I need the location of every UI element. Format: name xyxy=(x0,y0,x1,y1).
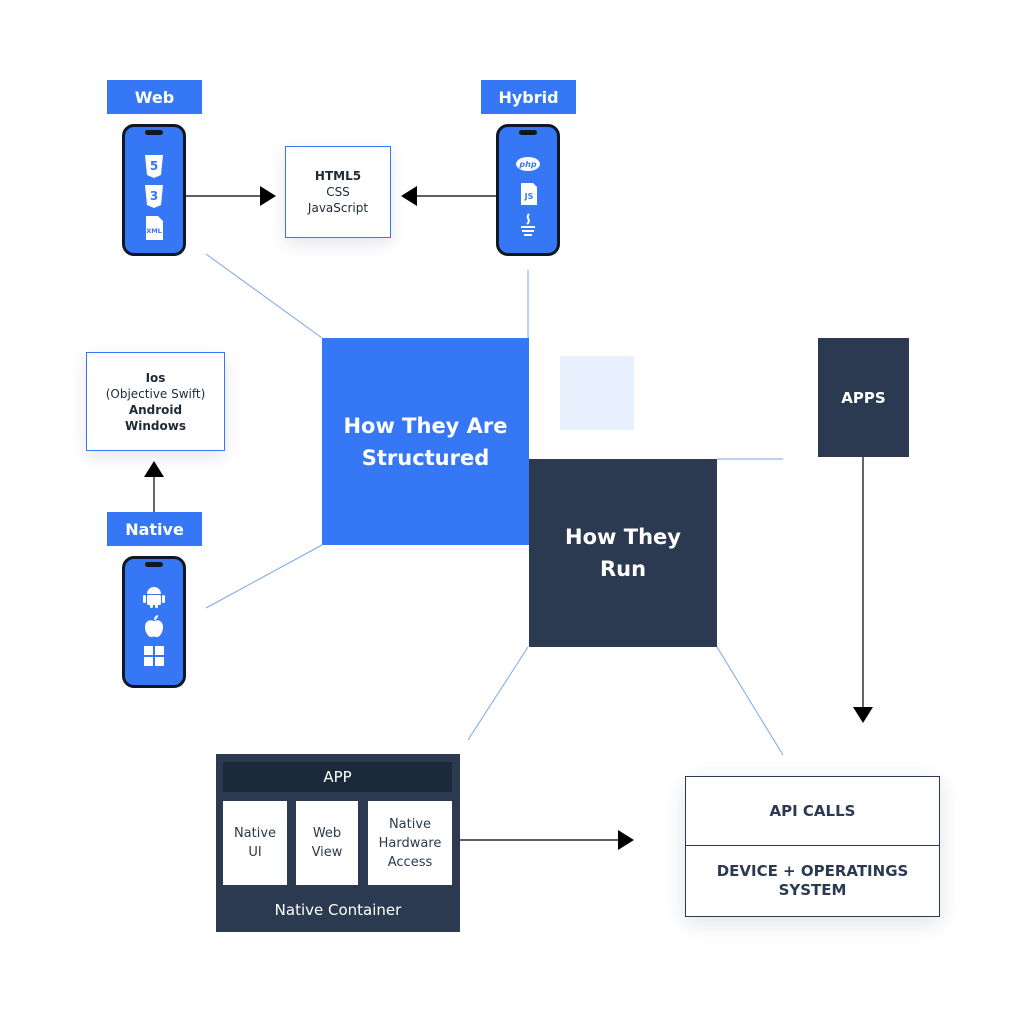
native-phone xyxy=(122,556,186,688)
svg-text:php: php xyxy=(518,160,536,169)
svg-text:5: 5 xyxy=(150,159,158,173)
hybrid-label-text: Hybrid xyxy=(498,87,559,107)
api-stack: API CALLS DEVICE + OPERATINGS SYSTEM xyxy=(685,776,940,917)
web-phone: 5 3 XML xyxy=(122,124,186,256)
windows-icon xyxy=(144,646,164,666)
hub-structured-line2: Structured xyxy=(361,445,490,470)
web-view-line1: Web xyxy=(312,826,342,841)
web-label: Web xyxy=(107,80,202,114)
native-ui-line1: Native xyxy=(233,826,277,841)
svg-text:XML: XML xyxy=(146,227,162,235)
device-os-line2: SYSTEM xyxy=(778,881,847,899)
native-container-footer: Native Container xyxy=(216,898,460,922)
hybrid-phone: php JS xyxy=(496,124,560,256)
device-os-line1: DEVICE + OPERATINGS xyxy=(716,862,909,880)
native-container: APP Native UI Web View Native Hardware A… xyxy=(216,754,460,932)
phone-notch xyxy=(145,130,163,135)
native-ui-cell: Native UI xyxy=(223,801,287,885)
arrow-head-web-to-tech xyxy=(260,186,276,206)
apps-label: APPS xyxy=(841,388,886,407)
native-os-line1: Ios xyxy=(145,370,166,385)
hardware-line3: Access xyxy=(387,854,433,870)
phone-notch xyxy=(145,562,163,567)
web-tech-line3: JavaScript xyxy=(307,201,369,215)
connector-run-to-api xyxy=(716,646,784,756)
native-os-line2: (Objective Swift) xyxy=(105,386,206,401)
js-icon: JS xyxy=(521,183,537,205)
native-container-app-bar: APP xyxy=(223,762,452,792)
phone-notch xyxy=(519,130,537,135)
web-view-line2: View xyxy=(311,845,343,860)
hub-structured-line1: How They Are xyxy=(343,413,508,438)
web-tech-line1: HTML5 xyxy=(314,169,362,183)
api-calls-label: API CALLS xyxy=(769,801,856,820)
php-icon: php xyxy=(516,157,540,171)
native-container-footer-label: Native Container xyxy=(274,901,402,919)
hub-structured: How They Are Structured xyxy=(322,338,529,545)
native-label: Native xyxy=(107,512,202,546)
native-container-app-label: APP xyxy=(323,768,352,786)
html5-icon: 5 xyxy=(145,155,163,178)
web-label-text: Web xyxy=(134,87,175,107)
arrow-head-native-to-os xyxy=(144,461,164,477)
arrow-head-container-to-api xyxy=(618,830,634,850)
android-icon xyxy=(143,587,165,608)
web-tech-line2: CSS xyxy=(326,185,350,199)
svg-text:JS: JS xyxy=(524,192,534,201)
hub-run-line2: Run xyxy=(599,557,647,581)
native-os-box: Ios (Objective Swift) Android Windows xyxy=(86,352,225,451)
hardware-line1: Native xyxy=(388,816,432,832)
css3-icon: 3 xyxy=(145,185,163,208)
xml-icon: XML xyxy=(146,216,163,240)
arrow-head-apps-to-api xyxy=(853,707,873,723)
hybrid-label: Hybrid xyxy=(481,80,576,114)
connector-run-to-container xyxy=(467,646,529,741)
native-ui-line2: UI xyxy=(248,845,262,860)
apple-icon xyxy=(145,615,163,638)
arrow-head-hybrid-to-tech xyxy=(401,186,417,206)
web-view-cell: Web View xyxy=(296,801,358,885)
connector-native-to-hub xyxy=(205,544,323,609)
svg-text:3: 3 xyxy=(150,189,158,203)
apps-box: APPS xyxy=(818,338,909,457)
java-icon xyxy=(521,213,535,236)
native-hardware-access-cell: Native Hardware Access xyxy=(368,801,452,885)
native-os-line4: Windows xyxy=(125,418,186,433)
native-os-line3: Android xyxy=(128,402,183,417)
device-os-row: DEVICE + OPERATINGS SYSTEM xyxy=(686,846,939,916)
hub-run-line1: How They xyxy=(565,525,681,549)
native-label-text: Native xyxy=(125,519,184,539)
decorative-tint-square xyxy=(560,356,634,430)
connector-web-to-hub xyxy=(205,253,323,339)
hardware-line2: Hardware xyxy=(378,835,442,851)
web-tech-box: HTML5 CSS JavaScript xyxy=(285,146,391,238)
api-calls-row: API CALLS xyxy=(686,777,939,846)
hub-run: How They Run xyxy=(529,459,717,647)
